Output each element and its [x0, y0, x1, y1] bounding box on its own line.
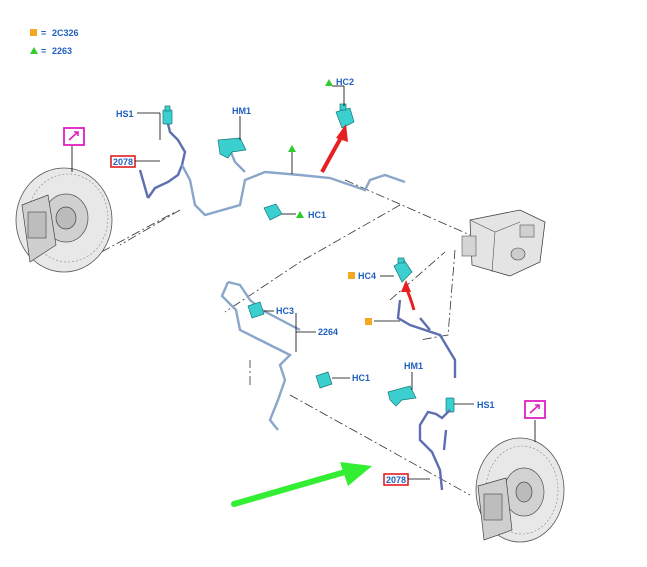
part-2078-top-highlight — [110, 155, 136, 168]
label-hc2: HC2 — [336, 77, 354, 87]
legend-triangle-icon — [30, 47, 38, 54]
label-hm1-top: HM1 — [232, 106, 251, 116]
label-part-2264[interactable]: 2264 — [318, 327, 338, 337]
front-right-brake-disc — [475, 437, 565, 543]
front-left-brake-disc — [15, 167, 113, 273]
legend-square-icon — [30, 29, 37, 36]
label-hs1-top: HS1 — [116, 109, 134, 119]
abs-module — [461, 209, 546, 277]
middle-brake-hose — [220, 280, 457, 431]
marker-2263-triangle-icon — [288, 145, 296, 152]
label-part-2078-bottom[interactable]: 2078 — [386, 475, 406, 485]
label-hc1-top: HC1 — [308, 210, 326, 220]
hc1-top-connector — [263, 203, 283, 221]
hc2-triangle-icon — [325, 79, 333, 86]
hm1-bottom-bracket — [387, 385, 417, 407]
hc1-top-triangle-icon — [296, 211, 304, 218]
red-arrow-hc2 — [320, 134, 344, 173]
hs1-top-connector — [162, 105, 173, 125]
top-brake-hose — [138, 119, 406, 217]
label-hs1-bottom: HS1 — [477, 400, 495, 410]
label-part-2078-top[interactable]: 2078 — [113, 157, 133, 167]
see-detail-icon-top[interactable] — [63, 127, 85, 146]
part-2078-bottom-highlight — [383, 473, 409, 486]
legend-separator-2: = — [41, 46, 46, 56]
label-hc1-bottom: HC1 — [352, 373, 370, 383]
hs1-bottom-connector — [445, 397, 455, 413]
label-hc3: HC3 — [276, 306, 294, 316]
hc2-connector — [335, 103, 355, 129]
see-detail-icon-bottom[interactable] — [524, 400, 546, 419]
legend: = 2C326 = 2263 — [30, 28, 79, 56]
marker-2c326-square-icon — [365, 318, 372, 325]
label-hm1-bottom: HM1 — [404, 361, 423, 371]
bottom-brake-hose — [418, 409, 451, 491]
legend-code-2c326: 2C326 — [52, 28, 79, 38]
hc1-bottom-connector — [315, 371, 333, 389]
legend-code-2263: 2263 — [52, 46, 72, 56]
legend-separator-1: = — [41, 28, 46, 38]
hc3-connector — [247, 301, 265, 319]
center-lines — [71, 179, 471, 496]
hc4-connector — [393, 257, 413, 283]
hc4-square-icon — [348, 272, 355, 279]
green-pointer-arrow — [231, 462, 372, 507]
label-hc4: HC4 — [358, 271, 376, 281]
